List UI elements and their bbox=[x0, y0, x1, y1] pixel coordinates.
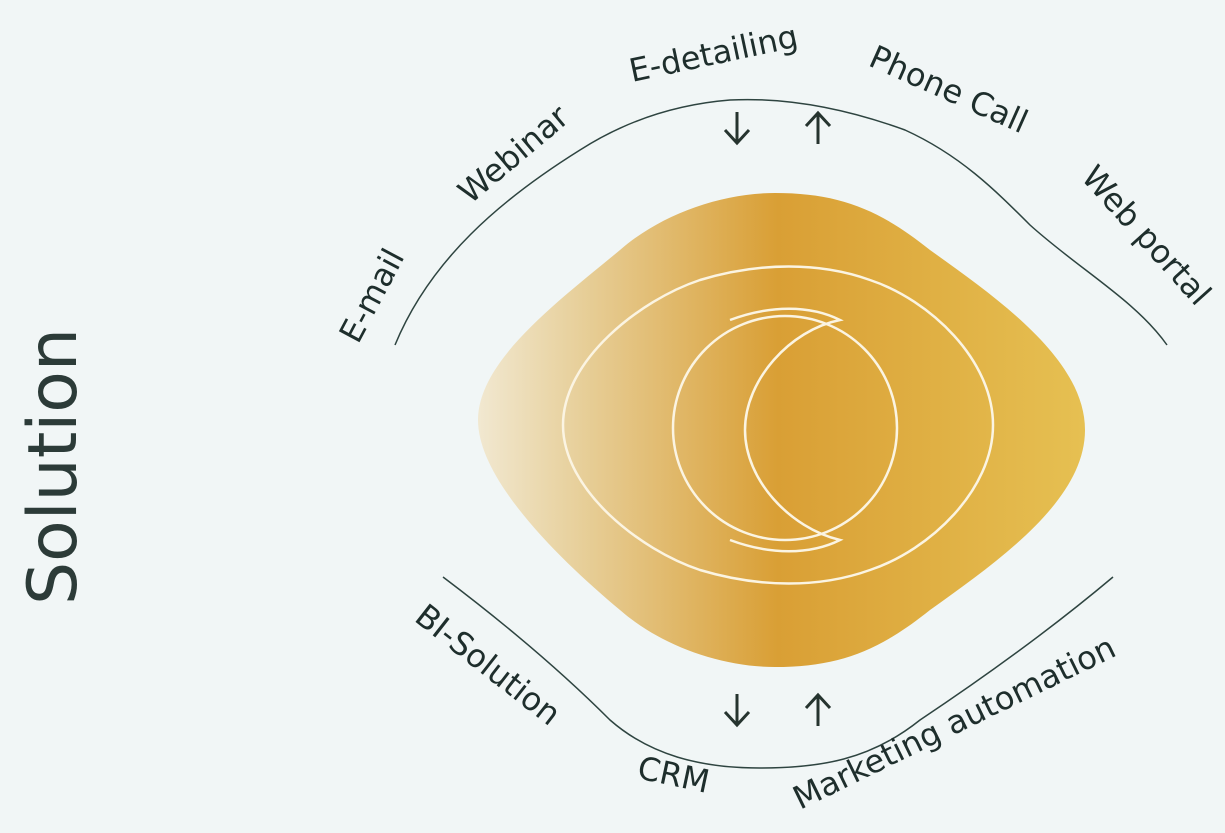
system-label-crm: CRM bbox=[634, 749, 713, 801]
inner-rounded-ring bbox=[561, 265, 995, 585]
inner-crescent bbox=[729, 307, 844, 553]
channel-label-edetailing: E-detailing bbox=[626, 17, 801, 90]
side-title-block: Solution bbox=[8, 218, 100, 630]
system-label-bi-solution: BI-Solution bbox=[408, 596, 568, 733]
systems-arc-line bbox=[442, 576, 1114, 769]
channel-label-phone-call: Phone Call bbox=[864, 38, 1034, 141]
channel-label-web-portal: Web portal bbox=[1074, 158, 1219, 313]
channels-arc-line bbox=[394, 98, 1168, 346]
arrow-up-icon bbox=[804, 110, 832, 144]
arrow-down-icon bbox=[723, 112, 751, 146]
channel-label-webinar: Webinar bbox=[451, 97, 577, 211]
inner-circle-large bbox=[671, 314, 899, 542]
gold-core-shape bbox=[478, 193, 1085, 667]
side-title: Solution bbox=[14, 328, 93, 605]
arrow-up-icon bbox=[804, 692, 832, 726]
arrow-down-icon bbox=[723, 694, 751, 728]
side-title-svg: Solution bbox=[14, 218, 93, 605]
